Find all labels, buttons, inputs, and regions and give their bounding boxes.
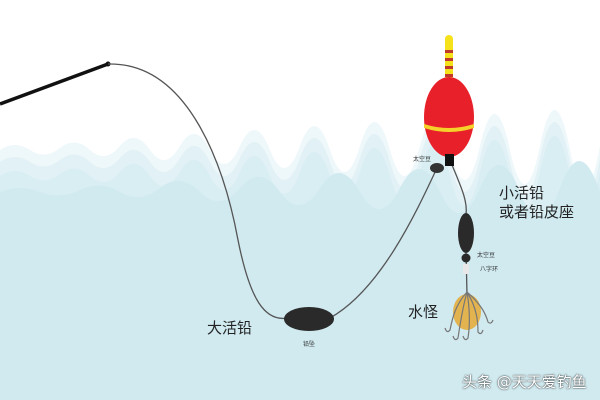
space-bean-top <box>430 163 444 173</box>
water <box>0 109 600 400</box>
float-stem <box>445 154 454 166</box>
label-sinker: 铅坠 <box>303 341 316 348</box>
big-sliding-sinker <box>284 307 334 331</box>
watermark: 头条 @天天爱钓鱼 <box>462 373 587 391</box>
small-sliding-sinker <box>458 213 474 253</box>
antenna-stripes <box>445 50 453 77</box>
main-line <box>107 63 289 320</box>
label-small-sliding-sinker-1: 小活铅 <box>499 184 545 202</box>
space-bean-bottom <box>461 253 471 263</box>
float-band <box>424 124 474 132</box>
swivel <box>463 264 469 274</box>
label-space-bean-top: 太空豆 <box>413 156 432 163</box>
fishing-rod <box>0 62 109 106</box>
label-hook-rig: 水怪 <box>408 303 439 321</box>
label-big-sliding-sinker: 大活铅 <box>207 319 253 337</box>
main-line-to-float <box>329 167 438 319</box>
hooks <box>444 291 494 341</box>
hook-bait <box>453 294 481 330</box>
label-swivel: 八字环 <box>480 266 499 273</box>
float-body <box>424 77 474 157</box>
label-small-sliding-sinker-2: 或者铅皮座 <box>499 203 575 221</box>
float-antenna <box>445 35 453 80</box>
rod-tip <box>105 61 111 67</box>
label-space-bean-bottom: 太空豆 <box>477 252 496 259</box>
